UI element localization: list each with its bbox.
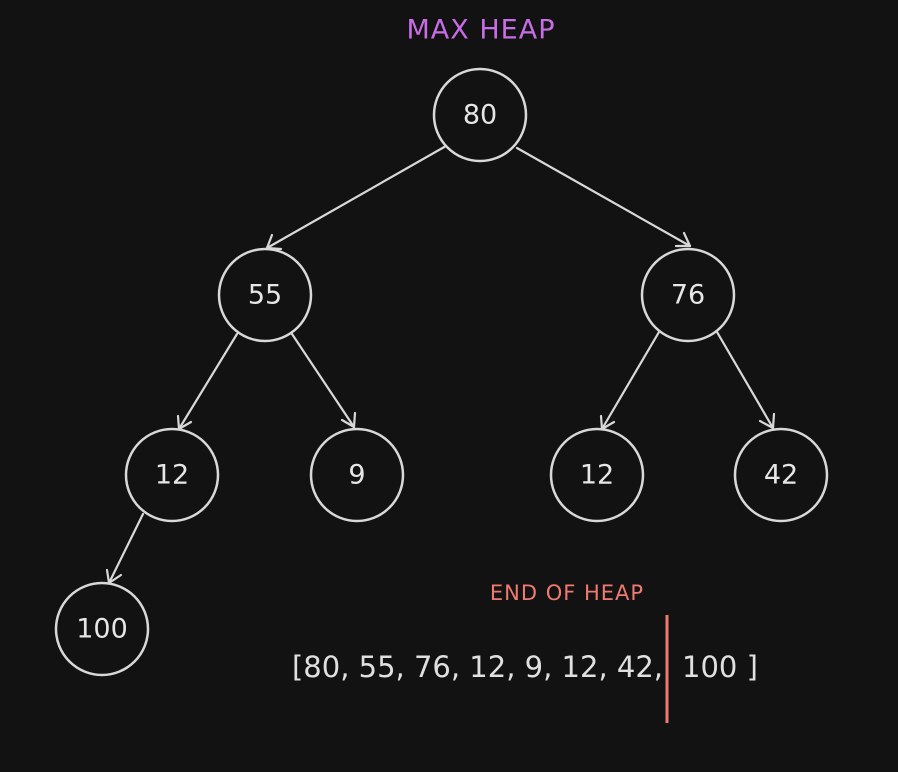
node-circle bbox=[733, 427, 829, 523]
edge-line bbox=[290, 332, 356, 429]
node-value: 12 bbox=[580, 460, 614, 491]
node-circle bbox=[124, 427, 220, 523]
edge-line bbox=[107, 512, 145, 585]
node-value: 76 bbox=[671, 280, 705, 311]
heap-node-76: 76 bbox=[640, 247, 736, 343]
node-circle bbox=[432, 67, 528, 163]
node-circle bbox=[54, 581, 150, 677]
edge-line bbox=[177, 332, 239, 431]
tree-nodes: 80 55 76 12 9 12 42 100 bbox=[54, 67, 829, 677]
edge-55-12 bbox=[176, 332, 239, 431]
arrow-head bbox=[758, 412, 776, 430]
edge-12-100 bbox=[105, 512, 145, 585]
heap-node-9: 9 bbox=[309, 427, 405, 523]
heap-node-100: 100 bbox=[54, 581, 150, 677]
heap-node-12-right: 12 bbox=[549, 427, 645, 523]
node-value: 12 bbox=[155, 460, 189, 491]
edge-line bbox=[600, 330, 661, 431]
heap-node-42: 42 bbox=[733, 427, 829, 523]
node-circle bbox=[217, 247, 313, 343]
array-heap-portion: [80, 55, 76, 12, 9, 12, 42, bbox=[292, 650, 663, 684]
edge-80-55 bbox=[265, 144, 448, 251]
arrow-head bbox=[340, 411, 357, 429]
end-of-heap-label: END OF HEAP bbox=[490, 581, 644, 605]
edge-76-12 bbox=[599, 330, 661, 431]
array-remaining-portion: 100 ] bbox=[682, 650, 758, 684]
node-circle bbox=[309, 427, 405, 523]
edge-76-42 bbox=[715, 330, 776, 430]
node-value: 55 bbox=[248, 280, 282, 311]
edge-80-76 bbox=[515, 146, 692, 248]
node-value: 9 bbox=[348, 460, 365, 491]
edge-line bbox=[715, 330, 775, 430]
node-value: 100 bbox=[76, 614, 128, 645]
edge-line bbox=[265, 144, 448, 250]
node-value: 80 bbox=[463, 100, 497, 131]
node-circle bbox=[640, 247, 736, 343]
diagram-title: MAX HEAP bbox=[407, 15, 556, 46]
edge-55-9 bbox=[290, 332, 357, 429]
edge-line bbox=[515, 146, 692, 248]
node-circle bbox=[549, 427, 645, 523]
tree-edges bbox=[105, 144, 776, 585]
arrow-head bbox=[674, 231, 692, 248]
heap-node-12-left: 12 bbox=[124, 427, 220, 523]
node-value: 42 bbox=[764, 460, 798, 491]
heap-node-80: 80 bbox=[432, 67, 528, 163]
heap-node-55: 55 bbox=[217, 247, 313, 343]
